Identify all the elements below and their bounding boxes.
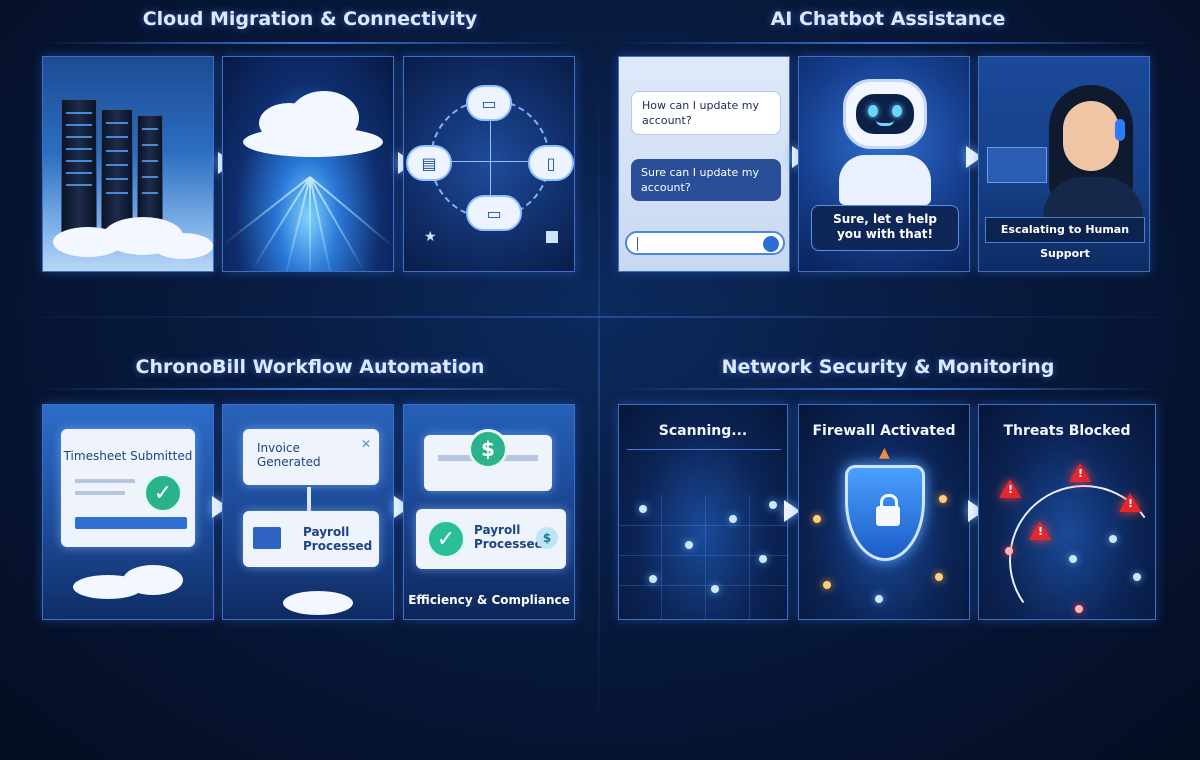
network-node: [649, 575, 657, 583]
network-node: [769, 501, 777, 509]
scanning-panel: Scanning...: [618, 404, 788, 620]
cloud-icon: [243, 127, 383, 157]
lock-icon: [876, 494, 900, 526]
chevron-right-icon: [784, 500, 800, 522]
firewall-panel: Firewall Activated ▲: [798, 404, 970, 620]
cloud-network-panel: ▭ ▤ ▯ ▭ ★: [403, 56, 575, 272]
network-node: [939, 495, 947, 503]
connection-line: [490, 91, 491, 231]
robot-icon: [843, 79, 927, 149]
title-underline: [618, 42, 1158, 44]
payroll-final-label: Payroll Processed: [474, 523, 544, 551]
scanning-label: Scanning...: [658, 423, 748, 439]
light-ray: [309, 177, 311, 271]
section-divider-horizontal: [20, 316, 1180, 318]
timesheet-label: Timesheet Submitted: [63, 449, 193, 463]
network-node: [813, 515, 821, 523]
payroll-complete-card: ✓ Payroll Processed $: [416, 509, 566, 569]
network-node: [1075, 605, 1083, 613]
chronobill-section-title: ChronoBill Workflow Automation: [135, 356, 485, 378]
text-cursor: [637, 237, 638, 251]
network-node: [1109, 535, 1117, 543]
star-icon: ★: [424, 229, 437, 245]
warning-icon: !: [999, 479, 1021, 498]
network-node: [875, 595, 883, 603]
title-underline: [40, 388, 580, 390]
threats-label: Threats Blocked: [1003, 423, 1131, 439]
bot-reply-bubble: Sure, let e help you with that!: [811, 205, 959, 251]
escalation-label: Escalating to Human Support: [985, 217, 1145, 260]
robot-body: [839, 155, 931, 205]
warning-icon: !: [1119, 493, 1141, 512]
cloud-icon: [123, 565, 183, 595]
efficiency-label: Efficiency & Compliance: [408, 593, 570, 607]
invoice-card: Invoice Generated ✕: [243, 429, 379, 485]
invoice-label: Invoice Generated: [257, 441, 321, 469]
network-node: [759, 555, 767, 563]
user-message-bubble: How can I update my account?: [631, 91, 781, 135]
section-divider-vertical: [598, 38, 600, 718]
fire-icon: ▲: [879, 445, 890, 461]
headset-icon: [1115, 119, 1125, 141]
light-ray: [282, 176, 311, 271]
network-node: [1069, 555, 1077, 563]
light-ray: [250, 176, 311, 271]
flow-connector: [307, 487, 311, 511]
chat-input[interactable]: [625, 231, 785, 255]
warning-icon: !: [1029, 521, 1051, 540]
server-rack-icon: [101, 109, 133, 237]
chatbot-section-title: AI Chatbot Assistance: [770, 8, 1006, 30]
bot-message-bubble: Sure can I update my account?: [631, 159, 781, 201]
security-section-title: Network Security & Monitoring: [721, 356, 1055, 378]
warning-icon: !: [1069, 463, 1091, 482]
firewall-label: Firewall Activated: [812, 423, 956, 439]
cloud-section-title: Cloud Migration & Connectivity: [142, 8, 478, 30]
server-rack-icon: [61, 99, 97, 239]
server-rack-icon: [137, 115, 163, 233]
timesheet-panel: Timesheet Submitted ✓: [42, 404, 214, 620]
network-node: [711, 585, 719, 593]
shield-icon: [845, 465, 925, 561]
light-ray: [223, 176, 311, 246]
network-node: [685, 541, 693, 549]
payroll-card: Payroll Processed: [243, 511, 379, 567]
network-node: [1133, 573, 1141, 581]
efficiency-panel: $ ✓ Payroll Processed $ Efficiency & Com…: [403, 404, 575, 620]
network-node: [639, 505, 647, 513]
light-ray: [309, 176, 334, 271]
light-ray: [309, 176, 366, 271]
cloud-laptop-icon: ▭: [466, 195, 522, 231]
cloud-icon: [153, 233, 213, 259]
threats-panel: Threats Blocked ! ! ! !: [978, 404, 1156, 620]
human-support-panel: Escalating to Human Support: [978, 56, 1150, 272]
dollar-icon: $: [468, 429, 508, 469]
check-circle-icon: ✓: [426, 519, 466, 559]
server-rack-panel: [42, 56, 214, 272]
send-icon[interactable]: [763, 236, 779, 252]
support-screen: [987, 147, 1047, 183]
network-node: [1005, 547, 1013, 555]
cloud-icon: [283, 591, 353, 615]
title-underline: [40, 42, 580, 44]
close-icon: ✕: [360, 437, 371, 451]
check-circle-icon: ✓: [143, 473, 183, 513]
network-node: [823, 581, 831, 589]
invoice-payroll-panel: Invoice Generated ✕ Payroll Processed: [222, 404, 394, 620]
payroll-document-icon: [253, 527, 281, 549]
cloud-stream-panel: [222, 56, 394, 272]
timesheet-card: Timesheet Submitted ✓: [61, 429, 195, 547]
network-node: [729, 515, 737, 523]
chat-conversation-panel: How can I update my account? Sure can I …: [618, 56, 790, 272]
laptop-icon: ▭: [466, 85, 512, 121]
chatbot-robot-panel: Sure, let e help you with that!: [798, 56, 970, 272]
monitor-icon: ▤: [406, 145, 452, 181]
dollar-badge-icon: $: [536, 527, 558, 549]
title-underline: [618, 388, 1158, 390]
progress-bar: [75, 517, 187, 529]
network-node: [935, 573, 943, 581]
payroll-label: Payroll Processed: [303, 525, 373, 553]
document-icon: [546, 231, 558, 243]
tablet-icon: ▯: [528, 145, 574, 181]
